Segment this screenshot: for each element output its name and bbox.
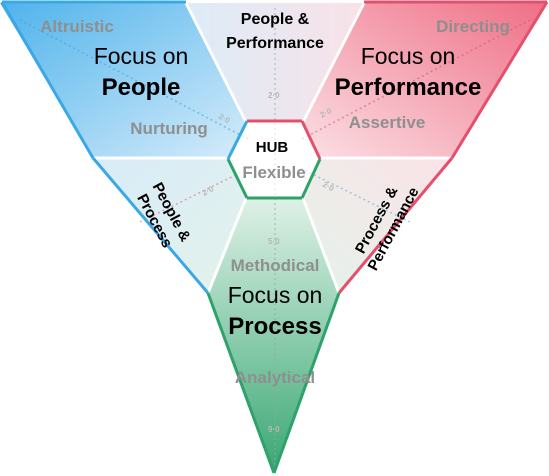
hub-hexagon-outline [226, 119, 322, 200]
people-performance-line2: Performance [226, 35, 324, 52]
axis-people-diagonal [19, 19, 251, 141]
process-focus-prefix: Focus on [228, 282, 323, 308]
process-inner-label: Analytical [235, 368, 315, 387]
axis-performance-diagonal [299, 19, 531, 141]
zone-dividers [93, 2, 452, 294]
process-focus-word: Process [228, 313, 321, 340]
zone-people-performance [186, 3, 364, 122]
axis-left-lower [139, 167, 251, 223]
people-performance-line1: People & [241, 11, 310, 28]
performance-style-label: Directing [436, 17, 510, 36]
people-focus-word: People [102, 74, 181, 101]
zone-people-process [93, 158, 246, 293]
process-style-label: Methodical [231, 256, 320, 275]
axis-tick: 5·0 [268, 237, 280, 246]
axis-lines [19, 8, 531, 470]
people-style-label: Altruistic [40, 17, 114, 36]
performance-focus-prefix: Focus on [361, 43, 456, 69]
axis-right-lower [299, 167, 411, 223]
zone-process-performance [303, 158, 452, 293]
hub-label: Flexible [242, 163, 305, 182]
axis-tick: 2·0 [268, 91, 280, 100]
performance-focus-word: Performance [335, 74, 482, 101]
hub-hexagon [228, 121, 320, 198]
hub-title: HUB [256, 139, 289, 156]
people-inner-label: Nurturing [130, 119, 207, 138]
performance-inner-label: Assertive [349, 113, 426, 132]
axis-tick: 9·0 [268, 425, 280, 434]
zone-process [208, 198, 339, 472]
people-focus-prefix: Focus on [94, 43, 189, 69]
zone-performance [303, 3, 546, 158]
